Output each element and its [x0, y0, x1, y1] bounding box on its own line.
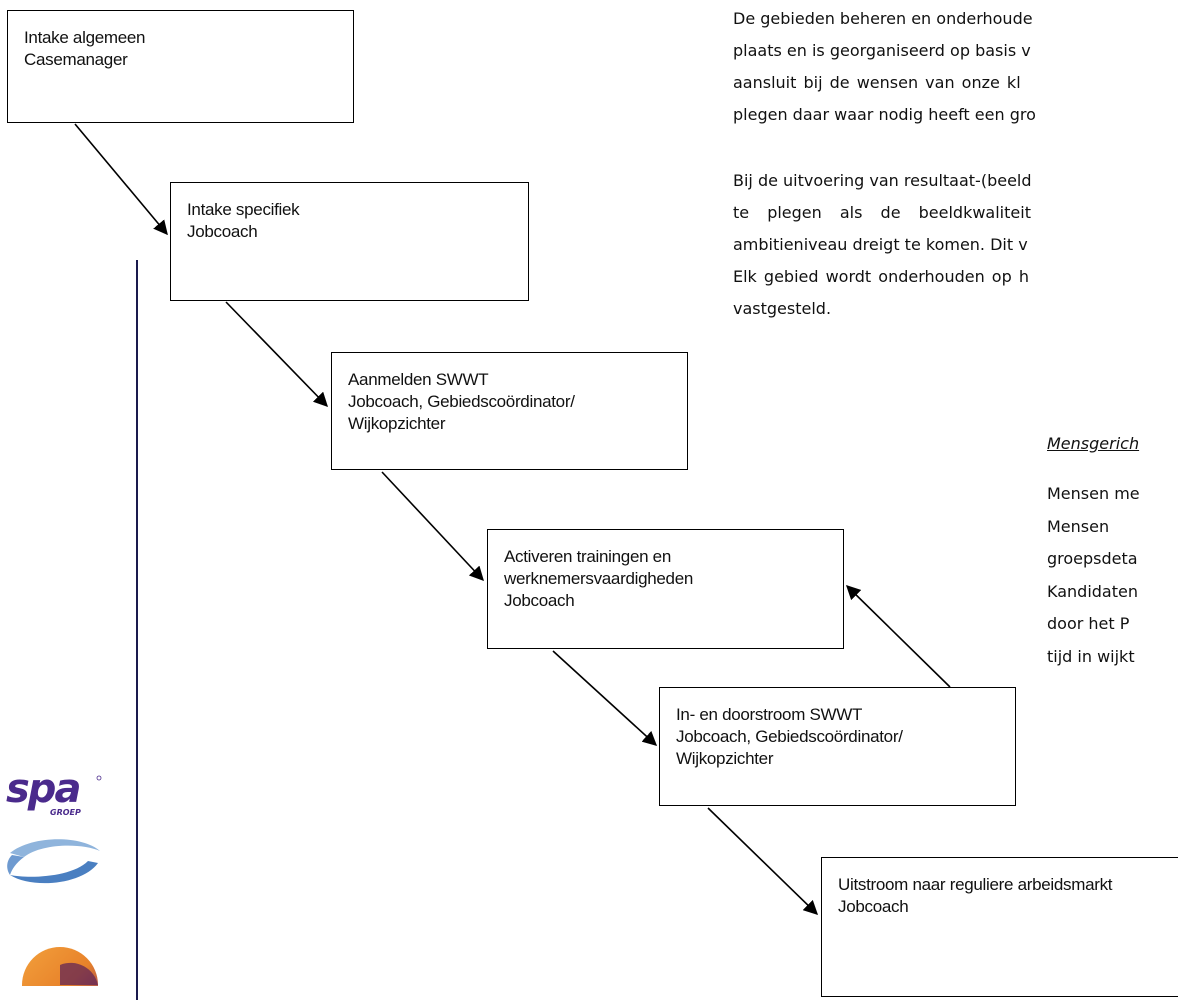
text-line: aansluit bij de wensen van onze kl [733, 73, 1021, 92]
box-title: Aanmelden SWWT [348, 370, 489, 389]
text-line: Elk gebied wordt onderhouden op h [733, 267, 1029, 286]
arrow-4-to-5 [552, 650, 658, 746]
svg-text:spa: spa [6, 770, 79, 812]
text-line: door het P [1047, 614, 1130, 633]
box-role-cont: Wijkopzichter [348, 414, 446, 433]
text-line: te plegen als de beeldkwaliteit [733, 203, 1031, 222]
spa-groep-logo: spa GROEP [6, 770, 102, 817]
arrow-2-to-3 [225, 301, 329, 408]
box-role: Jobcoach, Gebiedscoördinator/ [676, 727, 903, 746]
text-line: Kandidaten [1047, 581, 1138, 601]
arrow-3-to-4 [381, 471, 484, 582]
svg-text:GROEP: GROEP [50, 808, 81, 817]
arrow-5-back-to-4 [845, 584, 951, 688]
text-line: vastgesteld. [733, 299, 832, 318]
flow-box-in-en-doorstroom: In- en doorstroom SWWT Jobcoach, Gebieds… [659, 687, 1016, 806]
box-role: Jobcoach, Gebiedscoördinator/ [348, 392, 575, 411]
text-line: plaats en is georganiseerd op basis v [733, 41, 1031, 60]
subheading-mensgericht: Mensgerich [1047, 434, 1140, 453]
box-role: Jobcoach [838, 897, 909, 916]
box-title: Uitstroom naar reguliere arbeidsmarkt [838, 875, 1113, 894]
text-line: Mensen me [1047, 484, 1140, 503]
text-line: plegen daar waar nodig heeft een gro [733, 105, 1036, 124]
paragraph-gebieden: De gebieden beheren en onderhoude plaats… [733, 3, 1036, 131]
text-line: groepsdeta [1047, 549, 1138, 568]
paragraph-uitvoering: Bij de uitvoering van resultaat-(beeld t… [733, 165, 1032, 325]
box-title: In- en doorstroom SWWT [676, 705, 863, 724]
flow-box-activeren-trainingen: Activeren trainingen en werknemersvaardi… [487, 529, 844, 649]
swirl-logo [7, 839, 100, 884]
text-line: Mensen [1047, 516, 1110, 536]
text-line: tijd in wijkt [1047, 646, 1135, 666]
box-role: Jobcoach [504, 591, 575, 610]
flow-box-intake-specifiek: Intake specifiek Jobcoach [170, 182, 529, 301]
box-role: Jobcoach [187, 222, 258, 241]
flow-box-aanmelden-swwt: Aanmelden SWWT Jobcoach, Gebiedscoördina… [331, 352, 688, 470]
text-line: De gebieden beheren en onderhoude [733, 9, 1033, 28]
circle-logo [22, 947, 98, 986]
box-title: Intake specifiek [187, 200, 300, 219]
text-line: Bij de uitvoering van resultaat-(beeld [733, 171, 1032, 190]
paragraph-mensen: Mensen me Mensen groepsdeta Kandidaten d… [1047, 478, 1140, 673]
box-title-cont: werknemersvaardigheden [504, 569, 694, 588]
arrow-1-to-2 [74, 123, 168, 236]
text-line: ambitieniveau dreigt te komen. Dit v [733, 235, 1028, 254]
arrow-5-to-6 [707, 807, 819, 916]
flow-box-intake-algemeen: Intake algemeen Casemanager [7, 10, 354, 123]
box-role: Casemanager [24, 50, 128, 69]
box-title: Activeren trainingen en [504, 547, 671, 566]
flow-box-uitstroom: Uitstroom naar reguliere arbeidsmarkt Jo… [821, 857, 1178, 997]
box-title: Intake algemeen [24, 28, 146, 47]
box-role-cont: Wijkopzichter [676, 749, 774, 768]
margin-vertical-rule [136, 260, 138, 1000]
